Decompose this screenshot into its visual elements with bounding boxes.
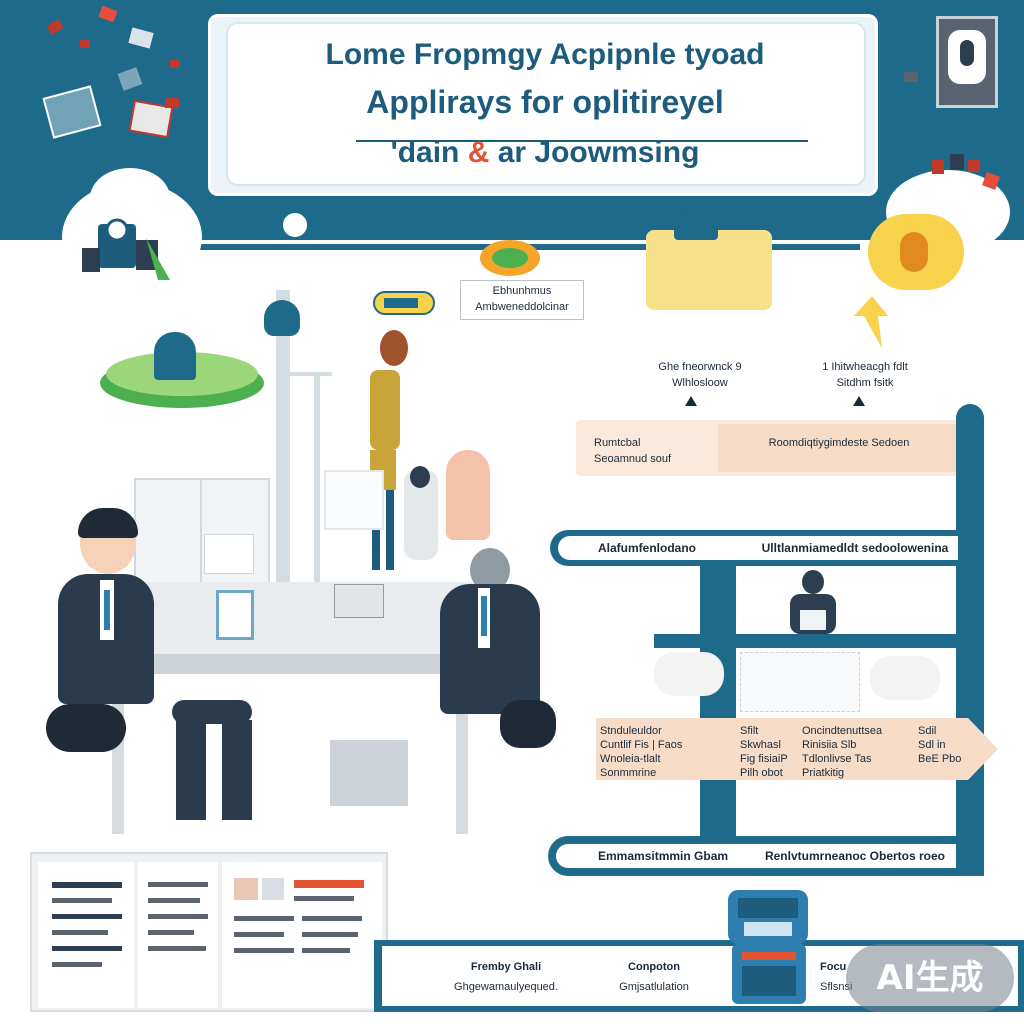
- woman-head: [380, 330, 408, 366]
- process-arrow-band: [596, 718, 998, 780]
- floating-cubes-illustration: [932, 154, 1000, 190]
- ai-generated-badge: AI生成: [846, 944, 1014, 1012]
- callout-mid-left-line-2: Wlhlosloow: [672, 377, 728, 389]
- peach-ribbon-right: [718, 424, 962, 472]
- flow-row-3-right: Renlvtumrneanoc Obertos roeo: [764, 849, 946, 863]
- footer-col-3-line-1: Focu: [820, 961, 847, 973]
- desk-edge: [104, 654, 500, 674]
- process-box-d: Sdil Sdl in BeE Pbo: [918, 725, 962, 765]
- callout-top-line-1: Ebhunhmus: [492, 285, 552, 297]
- title-card: [226, 22, 866, 186]
- footer-col-1-line-1: Fremby Ghali: [470, 961, 542, 973]
- person-icon: [870, 656, 940, 700]
- tower-crossbar: [276, 372, 332, 376]
- tower-pole-2: [314, 372, 320, 582]
- callout-mid-left-line-1: Ghe fneorwnck 9: [658, 361, 742, 373]
- flow-row-3-inner: [556, 844, 956, 868]
- tree-figure: [154, 332, 196, 380]
- title-underline: [356, 140, 808, 142]
- chair-seat: [500, 700, 556, 748]
- footer-col-3-line-2: Sflsnsi: [820, 981, 853, 993]
- title-line-2: Applirays for oplitireyel: [366, 84, 724, 120]
- flow-row-3-left: Emmamsitmmin Gbam: [598, 849, 729, 863]
- tower-pole: [276, 290, 290, 584]
- yellow-folder: [646, 230, 772, 310]
- callout-top-line-2: Ambweneddolcinar: [475, 301, 569, 313]
- small-notice: [204, 534, 254, 574]
- man-suit: [440, 584, 540, 714]
- woman-leg: [372, 490, 380, 570]
- flow-connector-left: [700, 560, 736, 850]
- person-icon: [654, 652, 724, 696]
- lightbulb-icon: [900, 232, 928, 272]
- callout-box-top: [460, 280, 584, 320]
- presenter-figure: [786, 570, 840, 640]
- process-box-c: Oncindtenuttsea Rinisiia Slb Tdlonlivse …: [802, 725, 883, 779]
- document-panel: [740, 652, 860, 712]
- shelf-panel: [324, 470, 384, 530]
- peach-left-line-1: Rumtcbal: [594, 437, 641, 449]
- flow-row-2: [654, 634, 984, 648]
- flow-row-1-left: Alafumfenlodano: [598, 541, 696, 555]
- stool: [330, 740, 408, 806]
- woman-body: [370, 370, 400, 450]
- up-arrow-icon: [685, 396, 697, 406]
- satellite-dish: [264, 300, 300, 336]
- cloud-shape: [90, 168, 170, 228]
- flow-row-1-right: Ulltlanmiamedldt sedoolowenina: [761, 541, 949, 555]
- callout-mid-right-line-2: Sitdhm fsitk: [836, 377, 894, 389]
- window-divider: [200, 478, 202, 590]
- chair-seat: [46, 704, 126, 752]
- document-page: [38, 862, 134, 1008]
- up-arrow-icon: [853, 396, 865, 406]
- footer-col-2-line-2: Gmjsatlulation: [619, 981, 689, 993]
- man-tie: [481, 596, 487, 636]
- document-page: [222, 862, 382, 1008]
- man-leg: [176, 720, 206, 820]
- title-line-1: Lome Fropmgy Acpipnle tyoad: [325, 38, 765, 71]
- peach-figure: [446, 450, 490, 540]
- callout-mid-right-line-1: 1 Ihitwheacgh fdlt: [822, 361, 908, 373]
- process-box-a: Stnduleuldor Cuntlif Fis | Faos Wnoleia-…: [600, 725, 683, 779]
- map-blob-illustration: [373, 240, 540, 315]
- small-device: [904, 72, 918, 82]
- laptop: [334, 584, 384, 618]
- peach-left-line-2: Seoamnud souf: [594, 453, 672, 465]
- cloud-icon: [674, 212, 718, 240]
- man-hair: [78, 508, 138, 538]
- footer-col-2-line-1: Conpoton: [628, 961, 680, 973]
- man-leg: [222, 720, 252, 820]
- keyhole-icon: [960, 40, 974, 66]
- arrow-pointer-icon: [854, 296, 888, 348]
- flow-row-1-inner: [558, 536, 958, 560]
- woman-leg: [386, 490, 394, 570]
- scattered-papers-illustration: [42, 5, 180, 139]
- paper-on-desk: [216, 590, 254, 640]
- man-tie: [104, 590, 110, 630]
- ring-icon: [280, 210, 310, 240]
- document-page: [138, 862, 218, 1008]
- process-box-b: Sfilt Skwhasl Fig fisiaiP Pilh obot: [740, 725, 788, 779]
- desk-leg: [456, 674, 468, 834]
- person-head: [410, 466, 430, 488]
- footer-col-1-line-2: Ghgewamaulyequed.: [454, 981, 558, 993]
- machine-illustration: [728, 890, 808, 1004]
- title-line-3: 'dain & ar Joowmsing: [390, 136, 700, 169]
- rocket-icon: [82, 218, 170, 280]
- peach-right-text: Roomdiqtiygimdeste Sedoen: [768, 437, 910, 449]
